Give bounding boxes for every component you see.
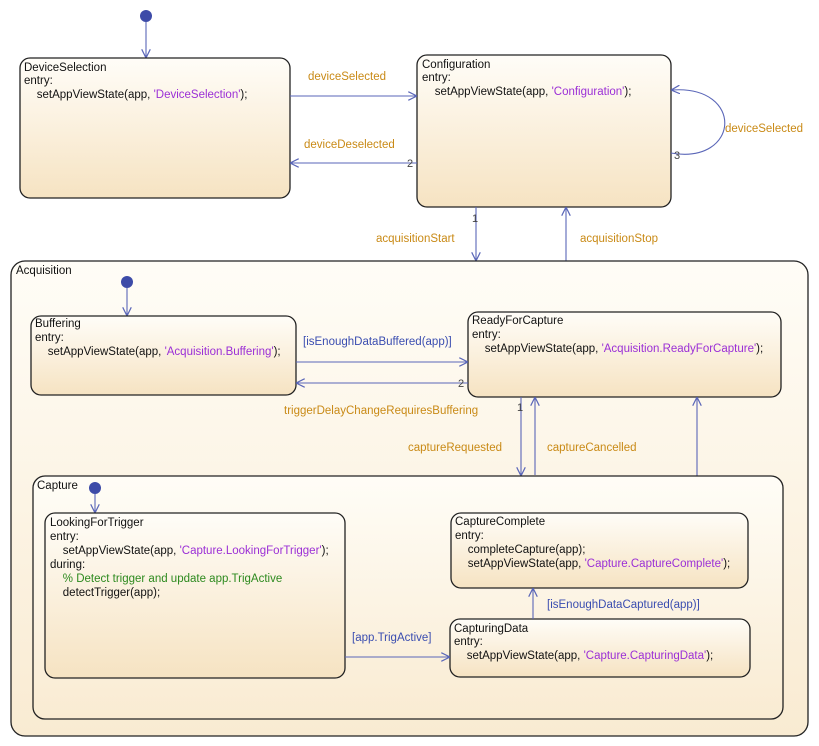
state-ready-for-capture[interactable]: ReadyForCapture entry: setAppViewState(a… (467, 311, 782, 398)
label-acquisition-stop: acquisitionStop (580, 233, 658, 245)
state-capture-complete[interactable]: CaptureComplete entry: completeCapture(a… (450, 512, 749, 589)
state-body: entry: setAppViewState(app, 'Capture.Cap… (454, 636, 713, 662)
code-line: % Detect trigger and update app.TrigActi… (50, 573, 282, 585)
label-device-selected: deviceSelected (308, 71, 386, 83)
state-device-selection[interactable]: DeviceSelection entry: setAppViewState(a… (19, 57, 291, 199)
state-looking-for-trigger[interactable]: LookingForTrigger entry: setAppViewState… (44, 512, 346, 679)
label-device-selected-self: deviceSelected (725, 123, 803, 135)
label-is-enough-data-captured: [isEnoughDataCaptured(app)] (547, 599, 700, 611)
state-title: CaptureComplete (455, 516, 545, 528)
state-title: ReadyForCapture (472, 315, 563, 327)
state-body: entry: setAppViewState(app, 'Capture.Loo… (50, 531, 329, 599)
state-body: entry: setAppViewState(app, 'Acquisition… (35, 332, 281, 358)
default-transition-dot-acquisition (121, 276, 133, 288)
transition-self-device-selected[interactable] (671, 90, 726, 155)
label-trigger-delay-change: triggerDelayChangeRequiresBuffering (284, 405, 478, 417)
code-line: entry: (454, 636, 483, 648)
code-line: during: (50, 559, 85, 571)
label-capture-requested: captureRequested (408, 442, 502, 454)
state-capturing-data[interactable]: CapturingData entry: setAppViewState(app… (449, 618, 751, 678)
code-line: entry: (35, 332, 64, 344)
code-line: detectTrigger(app); (50, 587, 160, 599)
state-buffering[interactable]: Buffering entry: setAppViewState(app, 'A… (30, 315, 297, 396)
state-body: entry: setAppViewState(app, 'Acquisition… (472, 329, 763, 355)
state-title: Buffering (35, 318, 81, 330)
state-body: entry: completeCapture(app); setAppViewS… (455, 530, 730, 570)
code-line: setAppViewState(app, 'DeviceSelection'); (24, 89, 247, 101)
priority-badge: 2 (407, 158, 413, 170)
default-transition-dot-capture (89, 482, 101, 494)
priority-badge: 1 (517, 402, 523, 414)
code-line: completeCapture(app); (455, 544, 585, 556)
code-line: setAppViewState(app, 'Acquisition.ReadyF… (472, 343, 763, 355)
state-body: entry: setAppViewState(app, 'DeviceSelec… (24, 75, 247, 101)
state-title: Acquisition (16, 265, 72, 277)
priority-badge: 3 (674, 150, 680, 162)
label-app-trig-active: [app.TrigActive] (352, 632, 431, 644)
label-acquisition-start: acquisitionStart (376, 233, 455, 245)
state-title: CapturingData (454, 623, 529, 635)
code-line: setAppViewState(app, 'Capture.CapturingD… (454, 650, 713, 662)
default-transition-dot-top (140, 10, 152, 22)
priority-badge: 1 (472, 213, 478, 225)
code-line: entry: (422, 72, 451, 84)
code-line: entry: (24, 75, 53, 87)
state-body: entry: setAppViewState(app, 'Configurati… (422, 72, 631, 98)
code-line: setAppViewState(app, 'Capture.CaptureCom… (455, 558, 730, 570)
label-capture-cancelled: captureCancelled (547, 442, 637, 454)
code-line: setAppViewState(app, 'Configuration'); (422, 86, 631, 98)
priority-badge: 2 (458, 378, 464, 390)
state-configuration[interactable]: Configuration entry: setAppViewState(app… (416, 54, 672, 208)
code-line: entry: (50, 531, 79, 543)
code-line: entry: (472, 329, 501, 341)
state-title: LookingForTrigger (50, 517, 144, 529)
code-line: setAppViewState(app, 'Capture.LookingFor… (50, 545, 329, 557)
code-line: setAppViewState(app, 'Acquisition.Buffer… (35, 346, 281, 358)
code-line: entry: (455, 530, 484, 542)
state-title: Configuration (422, 59, 490, 71)
state-title: Capture (37, 480, 78, 492)
state-title: DeviceSelection (24, 62, 106, 74)
label-device-deselected: deviceDeselected (304, 139, 395, 151)
label-is-enough-data-buffered: [isEnoughDataBuffered(app)] (303, 336, 452, 348)
